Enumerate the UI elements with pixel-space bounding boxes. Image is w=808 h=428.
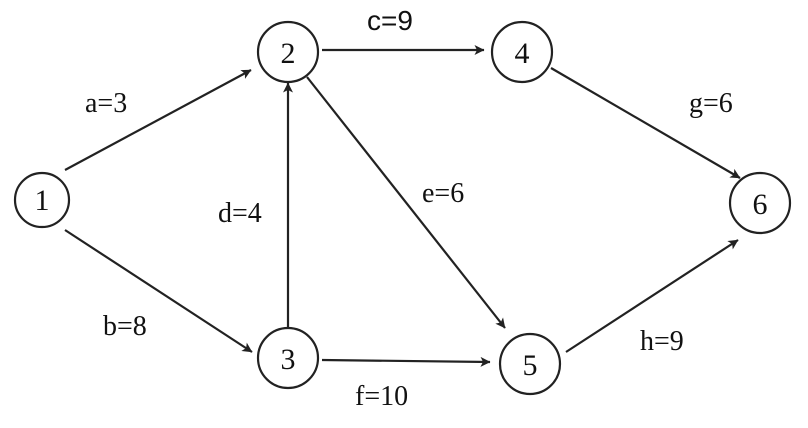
node-6-label: 6 — [753, 188, 768, 221]
node-2: 2 — [256, 20, 320, 84]
node-5: 5 — [498, 332, 562, 396]
edge-label-c: c=9 — [367, 5, 413, 36]
node-6: 6 — [728, 171, 792, 235]
node-1-label: 1 — [35, 184, 50, 217]
node-1: 1 — [13, 171, 71, 229]
edge-g — [550, 67, 741, 179]
edge-h — [565, 239, 739, 353]
node-3-label: 3 — [281, 343, 296, 376]
edge-label-d: d=4 — [218, 198, 262, 229]
node-4: 4 — [490, 20, 554, 84]
node-3: 3 — [256, 326, 320, 390]
edge-e — [306, 76, 506, 329]
edge-a — [64, 69, 252, 171]
edge-b — [64, 229, 253, 353]
edge-f — [321, 356, 491, 367]
node-5-label: 5 — [523, 349, 538, 382]
edge-label-a: a=3 — [85, 88, 127, 119]
edge-label-b: b=8 — [103, 311, 147, 342]
edge-label-h: h=9 — [640, 326, 684, 357]
edge-label-g: g=6 — [689, 88, 733, 119]
edge-label-e: e=6 — [422, 178, 464, 209]
edge-label-f: f=10 — [355, 381, 408, 412]
node-2-label: 2 — [281, 37, 296, 70]
node-4-label: 4 — [515, 37, 530, 70]
